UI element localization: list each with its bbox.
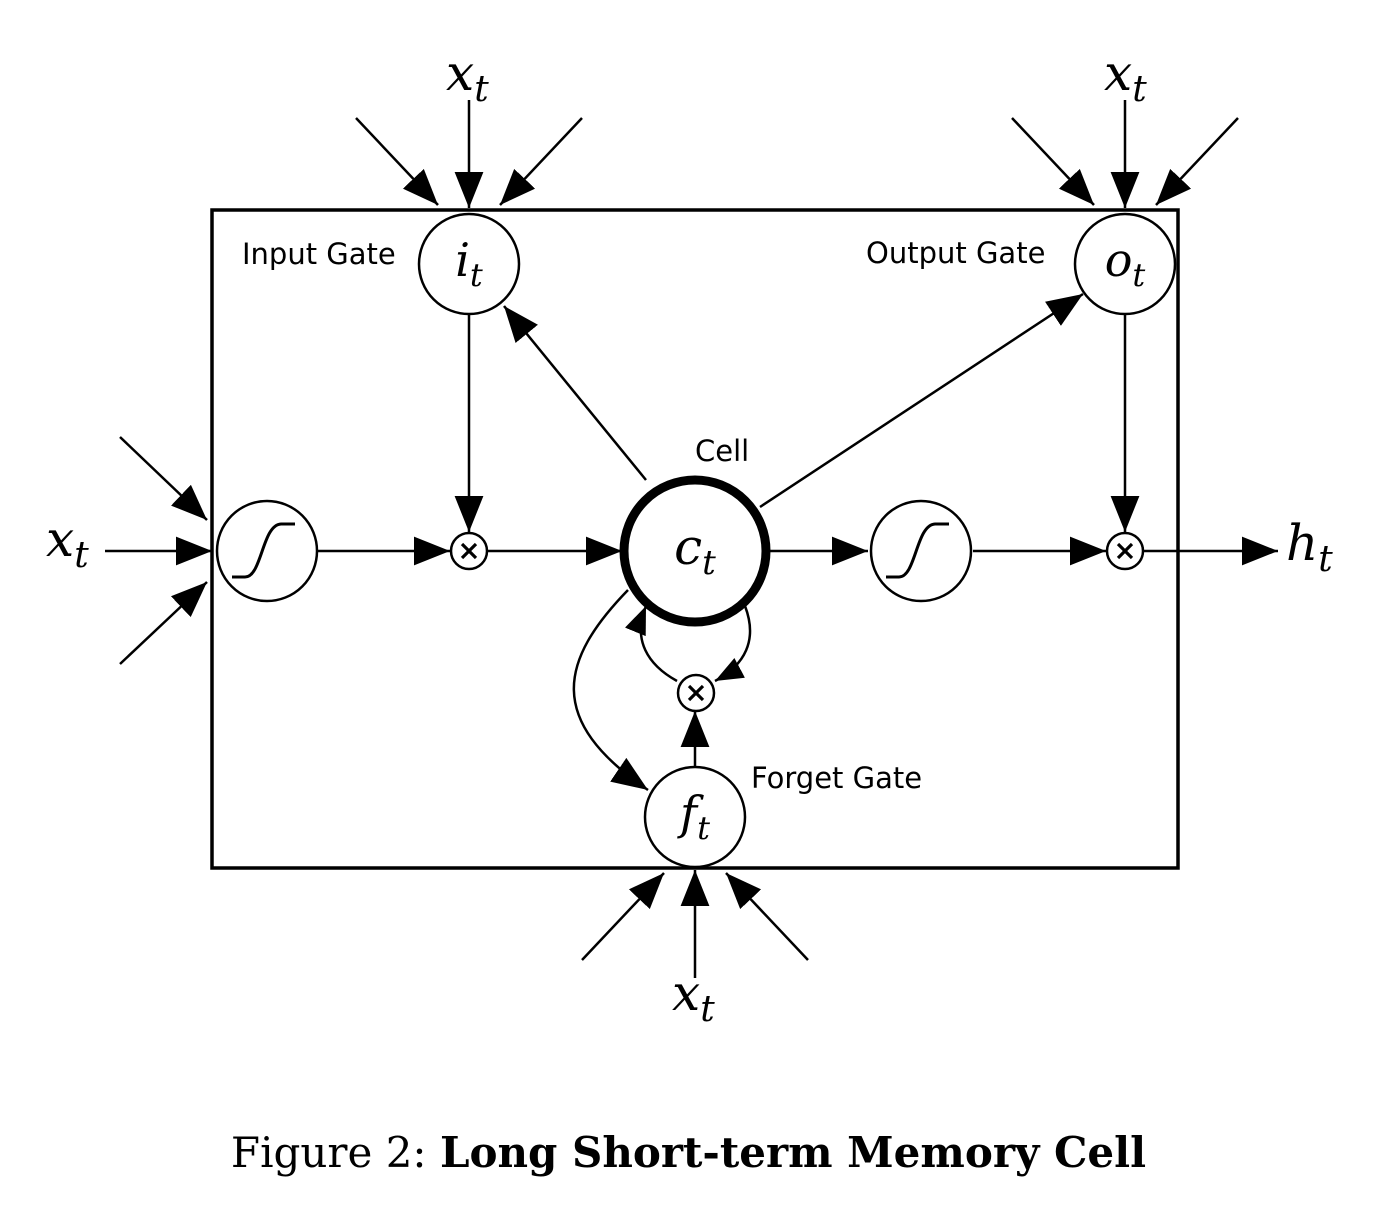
- output-gate-label: Output Gate: [866, 236, 1045, 270]
- output-gate-inputs: [1011, 100, 1239, 208]
- input-gate-subscript: t: [470, 256, 483, 294]
- cell-symbol: c: [674, 518, 702, 576]
- caption-title: Long Short-term Memory Cell: [439, 1128, 1147, 1177]
- forget-gate-label: Forget Gate: [751, 761, 922, 795]
- input-gate-x-label: xt: [446, 44, 489, 110]
- svg-text:ct: ct: [674, 518, 716, 583]
- output-gate-node: ot: [1073, 212, 1177, 316]
- multiply-icon: [687, 684, 705, 702]
- output-multiplier-node: [1105, 531, 1145, 571]
- cell-label: Cell: [695, 434, 749, 468]
- forget-multiplier-node: [676, 673, 716, 713]
- multiply-icon: [1116, 542, 1134, 560]
- caption-prefix: Figure 2:: [230, 1128, 427, 1177]
- internal-connections: [318, 292, 1278, 792]
- output-squash-node: [869, 499, 973, 603]
- sigmoid-icon: [232, 522, 295, 579]
- forget-gate-subscript: t: [697, 809, 710, 847]
- svg-text:ot: ot: [1105, 233, 1146, 294]
- multiply-icon: [460, 542, 478, 560]
- cell-node: ct: [619, 475, 771, 627]
- input-gate-symbol: i: [455, 233, 470, 287]
- forget-gate-inputs: [581, 870, 809, 978]
- cell-input-inputs: [105, 436, 212, 665]
- input-gate-node: it: [417, 212, 521, 316]
- forget-gate-x-label: xt: [672, 964, 715, 1030]
- sigmoid-icon: [886, 522, 949, 579]
- input-gate-label: Input Gate: [242, 237, 396, 271]
- output-gate-symbol: o: [1105, 233, 1133, 287]
- input-gate-inputs: [355, 100, 583, 208]
- input-squash-node: [215, 499, 319, 603]
- input-multiplier-node: [449, 531, 489, 571]
- output-h-label: ht: [1286, 514, 1333, 580]
- cell-input-x-label: xt: [46, 510, 89, 576]
- output-gate-x-label: xt: [1104, 44, 1147, 110]
- svg-text:it: it: [455, 233, 483, 294]
- cell-subscript: t: [702, 543, 716, 583]
- output-gate-subscript: t: [1132, 256, 1145, 294]
- figure-caption: Figure 2: Long Short-term Memory Cell: [0, 1128, 1377, 1177]
- forget-gate-node: ft: [643, 765, 747, 869]
